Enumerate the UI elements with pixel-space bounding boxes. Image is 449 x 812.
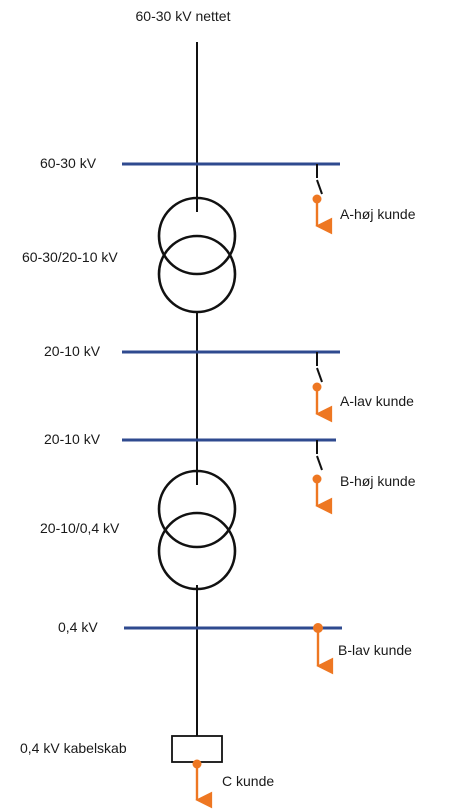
bus-label-60-30kv: 60-30 kV (40, 155, 97, 171)
customer-feed-b-lav (313, 623, 334, 675)
cabinet-label: 0,4 kV kabelskab (20, 740, 127, 756)
customer-feed-a-hoj (312, 164, 333, 235)
customer-label-a-hoj: A-høj kunde (340, 206, 416, 222)
customer-label-a-lav: A-lav kunde (340, 393, 414, 409)
transformer-label-1: 60-30/20-10 kV (22, 249, 118, 265)
customer-label-b-lav: B-lav kunde (338, 642, 412, 658)
customer-feed-b-hoj (312, 440, 333, 515)
customer-label-b-hoj: B-høj kunde (340, 473, 416, 489)
bus-label-20-10kv-1: 20-10 kV (44, 343, 101, 359)
customer-feed-c (192, 759, 213, 809)
transformer-label-2: 20-10/0,4 kV (40, 520, 120, 536)
transformer-2-symbol (157, 469, 237, 591)
network-label: 60-30 kV nettet (136, 8, 231, 24)
bus-label-0-4kv: 0,4 kV (58, 619, 98, 635)
customer-label-c: C kunde (222, 773, 274, 789)
cable-cabinet-box (171, 735, 223, 763)
customer-feed-a-lav (312, 352, 333, 423)
bus-label-20-10kv-2: 20-10 kV (44, 431, 101, 447)
transformer-1-symbol (157, 196, 237, 314)
